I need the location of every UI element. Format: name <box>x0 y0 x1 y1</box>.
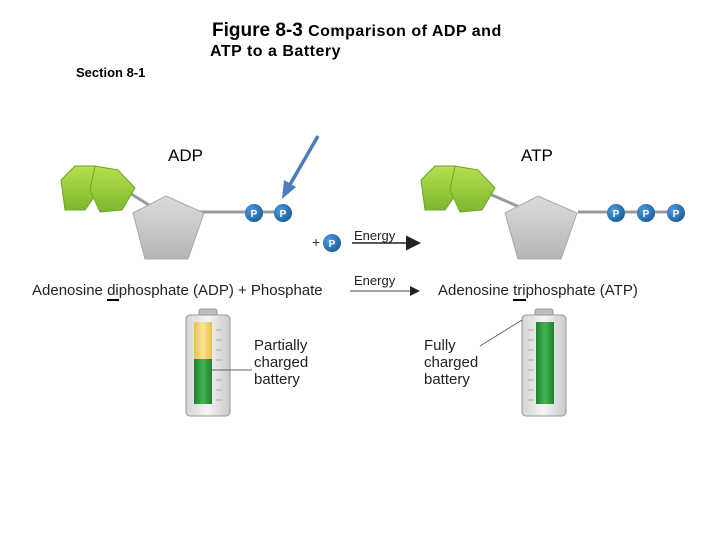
adp-battery-label: Partially charged battery <box>254 337 308 388</box>
adp-heading: ADP <box>168 146 203 165</box>
adp-base-ring-2 <box>89 165 136 213</box>
atp-battery-fill <box>536 322 554 404</box>
atp-phosphate-1: P <box>607 204 625 222</box>
adp-caption: Adenosine diphosphate (ADP) + Phosphate <box>32 282 323 301</box>
free-phosphate: P <box>323 234 341 252</box>
adp-caption-prefix: di <box>107 282 119 301</box>
atp-caption-post: phosphate (ATP) <box>525 282 638 299</box>
energy-label-top: Energy <box>354 228 396 243</box>
adp-battery-fill <box>194 359 212 404</box>
atp-phosphate-3: P <box>667 204 685 222</box>
pointer-arrow <box>282 135 320 199</box>
adp-battery <box>185 308 252 417</box>
atp-battery-leader <box>479 319 523 347</box>
phosphate-symbol: P <box>613 209 620 220</box>
plus-sign: + <box>312 234 320 250</box>
atp-battery-ticks <box>528 329 534 401</box>
figure-title-line1: Comparison of ADP and <box>308 23 502 40</box>
adp-phosphate-2: P <box>274 204 292 222</box>
energy-label-bottom: Energy <box>354 273 396 288</box>
phosphate-symbol: P <box>673 209 680 220</box>
atp-caption-pre: Adenosine <box>438 282 514 299</box>
adp-battery-label-line: charged <box>254 354 309 371</box>
adp-caption-post: phosphate (ADP) + Phosphate <box>118 282 323 299</box>
phosphate-symbol: P <box>280 209 287 220</box>
adp-sugar-pentagon <box>132 195 205 260</box>
adp-battery-label-line: Partially <box>254 337 308 354</box>
figure-title-line2: ATP to a Battery <box>210 43 341 60</box>
atp-battery-label-line: charged <box>424 354 479 371</box>
adp-caption-pre: Adenosine <box>32 282 108 299</box>
atp-battery-label-line: battery <box>424 371 470 388</box>
atp-battery-label-line: Fully <box>424 337 456 354</box>
phosphate-symbol: P <box>251 209 258 220</box>
atp-battery-label: Fully charged battery <box>424 337 478 388</box>
figure-title: Figure 8-3 Comparison of ADP and <box>212 20 502 42</box>
atp-battery <box>479 308 567 417</box>
atp-molecule: P P P <box>420 165 685 260</box>
figure-number: Figure 8-3 <box>212 20 303 41</box>
phosphate-symbol: P <box>643 209 650 220</box>
atp-base-ring-2 <box>449 165 496 213</box>
atp-sugar-pentagon <box>504 195 578 260</box>
section-label: Section 8-1 <box>76 65 146 80</box>
atp-phosphate-2: P <box>637 204 655 222</box>
atp-caption: Adenosine triphosphate (ATP) <box>438 282 638 301</box>
adp-molecule: P P <box>60 165 292 260</box>
adp-battery-label-line: battery <box>254 371 300 388</box>
atp-heading: ATP <box>521 146 553 165</box>
adp-phosphate-1: P <box>245 204 263 222</box>
adp-battery-empty <box>194 322 212 359</box>
phosphate-symbol: P <box>329 239 336 250</box>
atp-caption-prefix: tri <box>513 282 526 301</box>
